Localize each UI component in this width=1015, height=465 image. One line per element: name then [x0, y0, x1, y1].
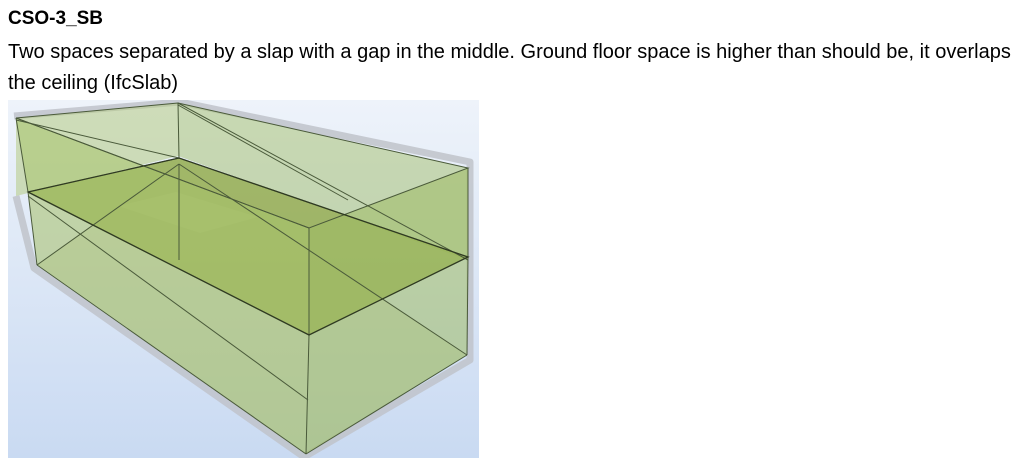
- section-description: Two spaces separated by a slap with a ga…: [8, 41, 1011, 94]
- model-figure: [8, 100, 479, 458]
- lower-space-floor: [37, 164, 467, 454]
- section-title: CSO-3_SB: [8, 8, 104, 29]
- spaces-3d-view: [8, 100, 479, 458]
- lower-space-front-right-face: [306, 257, 468, 454]
- space-edges: [15, 102, 470, 455]
- upper-space-front-right-face: [309, 168, 468, 335]
- slab-edges: [27, 157, 470, 336]
- upper-space-front-left-face: [16, 118, 309, 335]
- lower-space-front-left-face: [28, 192, 309, 454]
- shadow-outline: [12, 100, 474, 458]
